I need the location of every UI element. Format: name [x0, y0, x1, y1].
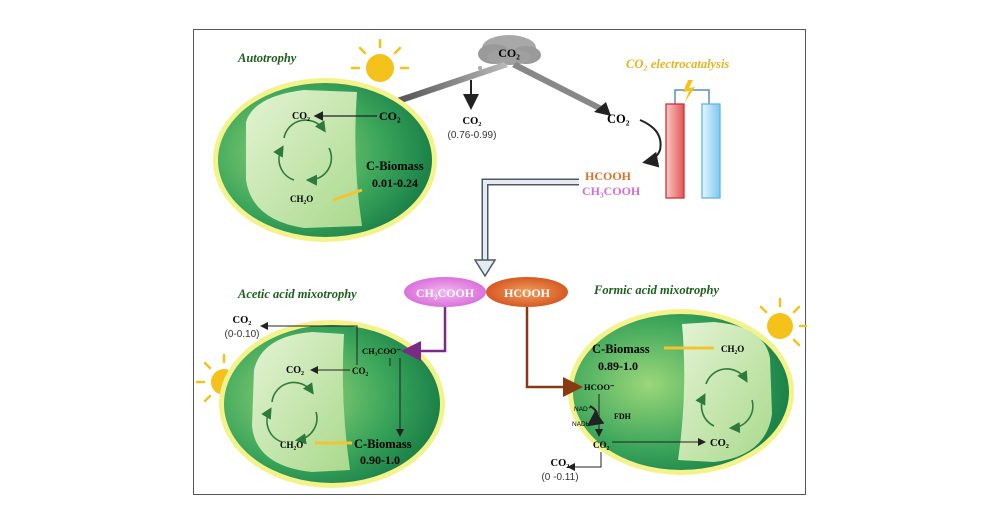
- product-transfer-arrow: [473, 178, 579, 278]
- formic-title: Formic acid mixotrophy: [593, 283, 719, 297]
- acetate-pill: CH₃COOH: [404, 277, 486, 307]
- formic-release-label: CO₂: [551, 458, 570, 469]
- diagram-frame: CO₂ CO₂ (0.76-0.99) Autotrophy CO₂ CO: [193, 29, 807, 495]
- acetic-title: Acetic acid mixotrophy: [237, 287, 357, 301]
- formate-pill-label: HCOOH: [504, 286, 551, 300]
- electrocell-icon: [665, 80, 721, 199]
- electrocatalysis-title: CO₂ electrocatalysis: [626, 57, 729, 71]
- acetic-biomass-range: 0.90-1.0: [360, 453, 400, 467]
- formic-biomass-range: 0.89-1.0: [598, 359, 638, 373]
- autotrophy-title: Autotrophy: [237, 51, 297, 65]
- acetic-co2-mid: CO₂: [352, 366, 369, 376]
- diagram-canvas: CO₂ CO₂ (0.76-0.99) Autotrophy CO₂ CO: [195, 35, 807, 488]
- formate-pill: HCOOH: [486, 277, 568, 307]
- formic-co2-right: CO₂: [710, 438, 729, 449]
- formic-cell: [568, 309, 794, 475]
- top-release-label: CO₂: [463, 116, 482, 127]
- cloud-label: CO₂: [498, 46, 520, 60]
- autotrophy-biomass-range: 0.01-0.24: [372, 176, 418, 190]
- acetate-pill-label: CH₃COOH: [416, 286, 475, 300]
- acetic-ch2o: CH₂O: [280, 440, 303, 450]
- formic-ch2o: CH₂O: [721, 344, 744, 354]
- autotrophy-co2-in: CO₂: [379, 109, 401, 123]
- autotrophy-ch2o: CH₂O: [290, 194, 313, 204]
- sun-icon: [759, 297, 807, 347]
- electro-hcooh: HCOOH: [585, 169, 632, 183]
- top-release-range: (0.76-0.99): [448, 130, 497, 141]
- autotrophy-co2-inner: CO₂: [292, 111, 310, 122]
- formic-co2-mid: CO₂: [593, 440, 610, 450]
- formic-enzyme: FDH: [614, 412, 632, 421]
- electro-co2: CO₂: [607, 112, 630, 126]
- co2-cloud: CO₂: [474, 35, 541, 76]
- formic-nad: NAD⁺: [574, 406, 592, 413]
- acetic-release-label: CO₂: [233, 315, 252, 326]
- formic-nadh: NADH: [572, 421, 591, 428]
- autotrophy-cell: [213, 78, 437, 242]
- sun-icon: [350, 38, 410, 82]
- acetic-release-range: (0-0.10): [224, 329, 259, 340]
- autotrophy-biomass-label: C-Biomass: [366, 159, 424, 173]
- acetic-cell: [219, 320, 445, 488]
- acetic-biomass-label: C-Biomass: [354, 437, 412, 451]
- acetic-co2-inner: CO₂: [286, 365, 304, 376]
- formic-formate-ion: HCOO⁻: [584, 382, 615, 392]
- electro-ch3cooh: CH₃COOH: [582, 184, 641, 198]
- formic-release-range: (0 -0.11): [541, 472, 578, 483]
- formic-biomass-label: C-Biomass: [592, 342, 650, 356]
- acetic-acetate-ion: CH₃COO⁻: [362, 346, 402, 356]
